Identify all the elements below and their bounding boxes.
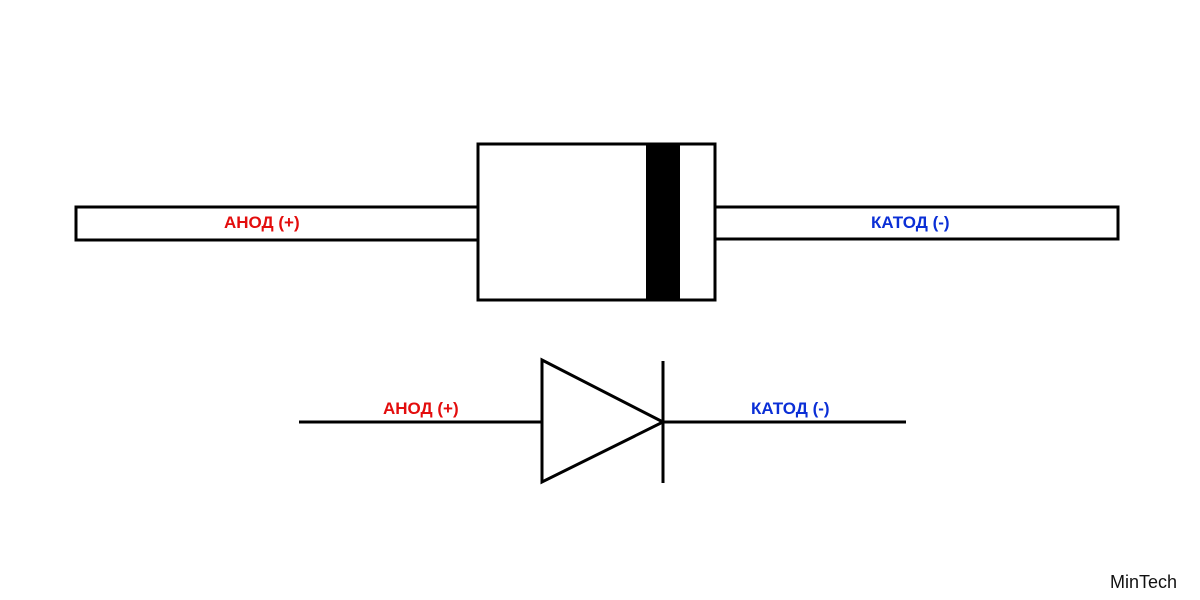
symbol-cathode-label: КАТОД (-) (751, 399, 830, 418)
watermark-text: MinTech (1110, 572, 1178, 592)
anode-lead (74, 205, 480, 242)
physical-diode (74, 142, 1120, 302)
diode-triangle (540, 357, 667, 485)
symbol-anode-label: АНОД (+) (383, 399, 459, 418)
cathode-lead (712, 205, 1120, 241)
physical-anode-label: АНОД (+) (224, 213, 300, 232)
physical-cathode-label: КАТОД (-) (871, 213, 950, 232)
cathode-band (646, 145, 680, 299)
schematic-symbol (299, 357, 906, 485)
